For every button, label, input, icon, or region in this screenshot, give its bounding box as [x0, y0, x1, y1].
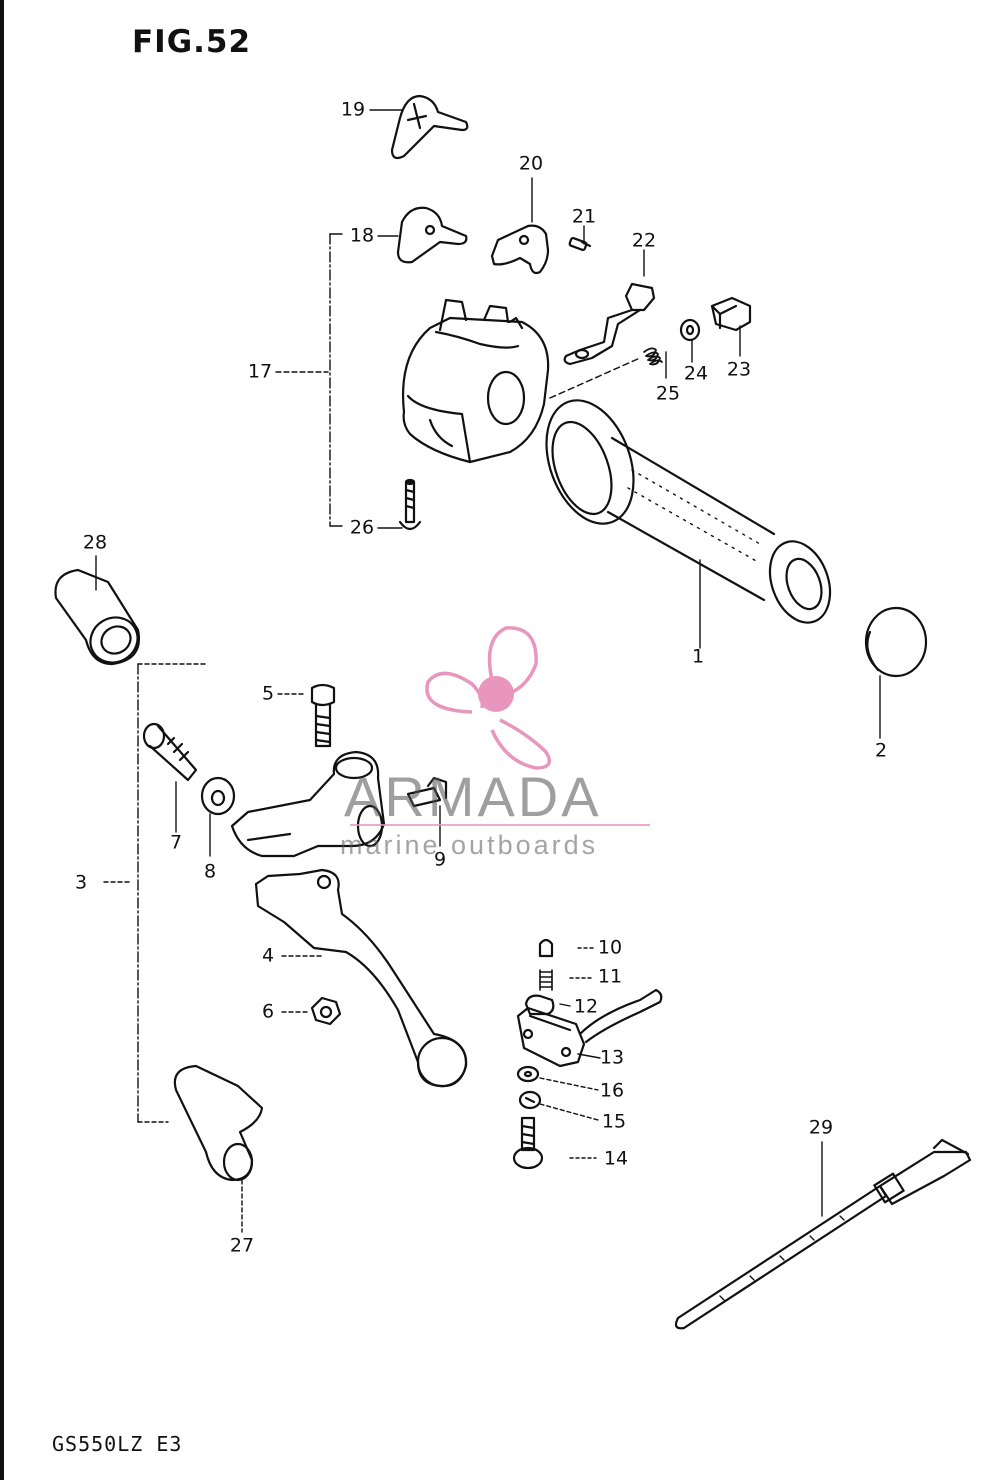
- callout-23: 23: [726, 358, 752, 381]
- callout-1: 1: [691, 645, 705, 668]
- callout-22: 22: [631, 229, 657, 252]
- part-12-switch: [524, 988, 663, 1044]
- model-code: GS550LZ E3: [52, 1432, 183, 1456]
- part-3-lever-holder: [230, 750, 386, 858]
- part-8-locknut: [200, 776, 236, 816]
- part-9-bolt: [406, 776, 448, 808]
- callout-5: 5: [261, 682, 275, 705]
- part-25-spring: [643, 347, 663, 366]
- part-27-lever-cover: [173, 1064, 264, 1182]
- callout-4: 4: [261, 944, 275, 967]
- part-7-adjuster-bolt: [142, 722, 198, 782]
- callout-26: 26: [349, 516, 375, 539]
- callout-2: 2: [874, 739, 888, 762]
- callout-15: 15: [601, 1110, 627, 1133]
- part-10-cap: [538, 938, 554, 958]
- leader-lines: [95, 109, 881, 1233]
- left-border-line: [0, 0, 4, 1480]
- part-19-switch-cover: [390, 94, 469, 160]
- callout-10: 10: [597, 936, 623, 959]
- part-22-bracket: [563, 282, 656, 366]
- part-4-clutch-lever: [254, 868, 468, 1088]
- part-17-switch-housing: [402, 298, 550, 464]
- part-18-switch-cover: [396, 206, 468, 264]
- callout-25: 25: [655, 382, 681, 405]
- callout-16: 16: [599, 1079, 625, 1102]
- callout-6: 6: [261, 1000, 275, 1023]
- callout-12: 12: [573, 995, 599, 1018]
- part-16-washer: [516, 1065, 540, 1083]
- callout-24: 24: [683, 362, 709, 385]
- part-21-screw: [568, 236, 592, 252]
- callout-8: 8: [203, 860, 217, 883]
- callout-13: 13: [599, 1046, 625, 1069]
- figure-title: FIG.52: [132, 24, 252, 60]
- callout-28: 28: [82, 531, 108, 554]
- callout-11: 11: [597, 965, 623, 988]
- part-24-washer: [679, 318, 701, 342]
- part-14-screw: [512, 1116, 544, 1170]
- part-23-cap: [710, 296, 752, 332]
- watermark-brand: ARMADA: [344, 765, 602, 828]
- callout-17: 17: [247, 360, 273, 383]
- callout-29: 29: [808, 1116, 834, 1139]
- part-20-switch-knob: [490, 224, 550, 275]
- callout-3: 3: [74, 871, 88, 894]
- armada-propeller-logo: [425, 626, 552, 770]
- part-29-cable-tie: [674, 1138, 972, 1330]
- callout-27: 27: [229, 1234, 255, 1257]
- watermark-tagline: marine outboards: [340, 830, 599, 860]
- part-13-switch-bracket: [516, 1006, 586, 1068]
- part-11-spring: [539, 969, 553, 991]
- callout-19: 19: [340, 98, 366, 121]
- part-1-throttle-grip: [545, 399, 832, 624]
- callout-18: 18: [349, 224, 375, 247]
- part-5-pivot-bolt: [310, 683, 336, 748]
- callout-14: 14: [603, 1147, 629, 1170]
- part-15-lock-washer: [518, 1090, 542, 1110]
- callout-21: 21: [571, 205, 597, 228]
- callout-20: 20: [518, 152, 544, 175]
- callout-9: 9: [433, 848, 447, 871]
- callout-7: 7: [169, 831, 183, 854]
- part-26-screw: [398, 478, 422, 531]
- part-6-nut: [310, 996, 342, 1026]
- part-28-boot: [54, 568, 141, 666]
- part-2-end-cap: [864, 606, 928, 678]
- watermark-underline: [350, 824, 650, 826]
